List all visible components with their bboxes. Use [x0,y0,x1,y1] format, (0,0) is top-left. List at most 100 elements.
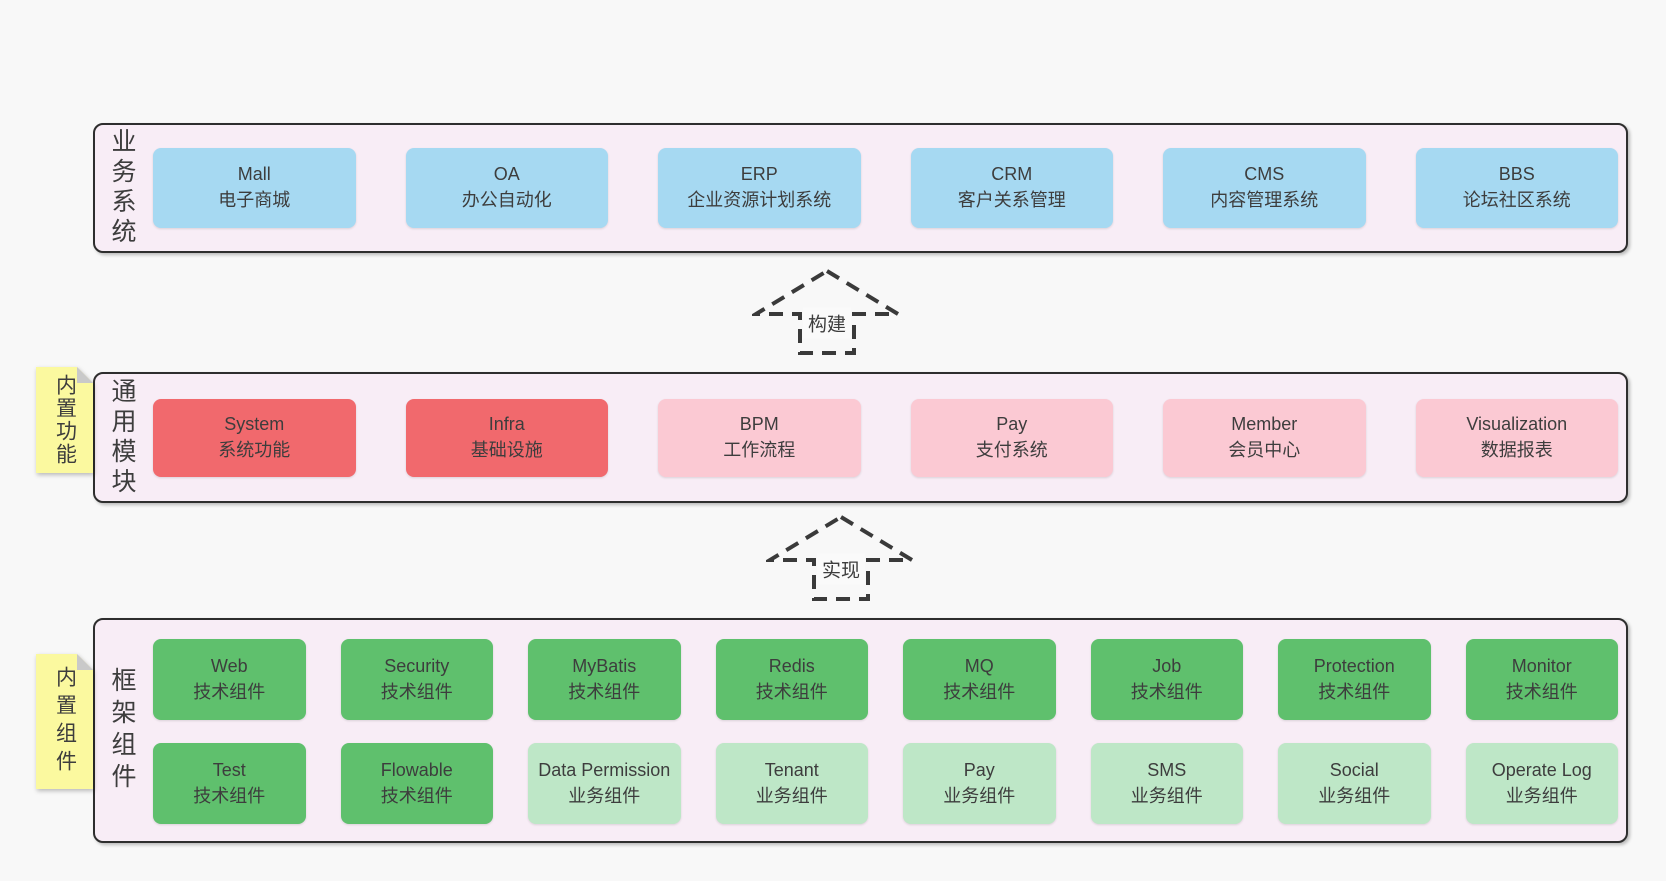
box-title: Tenant [764,759,819,780]
box-mq: MQ 技术组件 [903,639,1056,720]
box-protection: Protection 技术组件 [1278,639,1431,720]
box-subtitle: 技术组件 [380,681,453,702]
sticky-note-builtin-components: 内置组件 [36,654,93,789]
box-title: MQ [964,655,994,676]
business-boxes-row: Mall 电子商城 OA 办公自动化 ERP 企业资源计划系统 CRM 客户关系… [153,125,1618,251]
component-row-2: Test 技术组件 Flowable 技术组件 Data Permission … [153,743,1618,824]
box-cms: CMS 内容管理系统 [1163,148,1366,228]
box-title: CRM [991,164,1033,185]
box-subtitle: 客户关系管理 [957,190,1066,210]
box-flowable: Flowable 技术组件 [340,743,493,824]
box-subtitle: 业务组件 [568,785,641,806]
box-title: Operate Log [1491,759,1592,780]
box-title: Security [384,655,450,676]
sticky-note-paper [36,654,93,789]
box-bbs: BBS 论坛社区系统 [1415,148,1618,228]
layer-label-modules: 通用模块 [108,377,136,498]
layer-framework-components: 框架组件 Web 技术组件 Security 技术组件 MyBatis 技术组件… [93,618,1628,843]
box-title: Visualization [1466,413,1568,434]
box-job: Job 技术组件 [1090,639,1243,720]
box-subtitle: 技术组件 [380,785,453,806]
box-title: Protection [1313,655,1395,676]
box-title: Test [212,759,246,780]
box-subtitle: 电子商城 [218,190,291,210]
box-pay-component: Pay 业务组件 [903,743,1056,824]
box-subtitle: 论坛社区系统 [1462,190,1571,210]
box-subtitle: 技术组件 [568,681,641,702]
box-title: Pay [963,759,995,780]
box-crm: CRM 客户关系管理 [910,148,1113,228]
layer-common-modules: 通用模块 System 系统功能 Infra 基础设施 BPM 工作流程 Pay… [93,372,1628,503]
box-social: Social 业务组件 [1278,743,1431,824]
box-title: Data Permission [538,759,671,780]
box-title: ERP [740,164,778,185]
box-subtitle: 业务组件 [1505,785,1578,806]
sticky-note-text: 内置功能 [53,374,77,466]
box-web: Web 技术组件 [153,639,306,720]
box-subtitle: 基础设施 [470,439,543,460]
box-data-permission: Data Permission 业务组件 [528,743,681,824]
box-mybatis: MyBatis 技术组件 [528,639,681,720]
box-title: System [224,413,285,434]
box-operate-log: Operate Log 业务组件 [1465,743,1618,824]
box-title: SMS [1147,759,1187,780]
box-title: Member [1231,413,1298,434]
box-security: Security 技术组件 [340,639,493,720]
box-subtitle: 业务组件 [755,785,828,806]
arrow-build: 构建 [752,268,902,356]
up-arrow-dashed-icon [752,268,902,355]
box-subtitle: 系统功能 [218,439,291,460]
up-arrow-dashed-icon [766,514,916,601]
box-subtitle: 内容管理系统 [1210,190,1319,210]
layer-label-components: 框架组件 [108,666,136,795]
sticky-note-text: 内置组件 [53,665,77,778]
box-subtitle: 技术组件 [1318,681,1391,702]
box-title: BPM [739,413,779,434]
box-title: Monitor [1511,655,1572,676]
component-rows: Web 技术组件 Security 技术组件 MyBatis 技术组件 Redi… [153,639,1618,824]
box-title: Job [1152,655,1182,676]
box-oa: OA 办公自动化 [405,148,608,228]
arrow-build-label: 构建 [802,307,852,339]
box-title: OA [493,164,520,185]
box-redis: Redis 技术组件 [715,639,868,720]
box-subtitle: 技术组件 [1505,681,1578,702]
box-subtitle: 支付系统 [975,439,1048,460]
box-subtitle: 会员中心 [1228,439,1301,460]
layer-business-systems: 业务系统 Mall 电子商城 OA 办公自动化 ERP 企业资源计划系统 CRM… [93,123,1628,253]
component-row-1: Web 技术组件 Security 技术组件 MyBatis 技术组件 Redi… [153,639,1618,720]
layer-label-business: 业务系统 [108,128,136,248]
box-title: Web [210,655,248,676]
box-visualization: Visualization 数据报表 [1415,398,1618,477]
box-sms: SMS 业务组件 [1090,743,1243,824]
box-subtitle: 技术组件 [193,681,266,702]
box-title: MyBatis [572,655,637,676]
box-monitor: Monitor 技术组件 [1465,639,1618,720]
box-system: System 系统功能 [153,398,356,477]
box-infra: Infra 基础设施 [405,398,608,477]
box-subtitle: 业务组件 [1318,785,1391,806]
box-bpm: BPM 工作流程 [658,398,861,477]
box-subtitle: 工作流程 [723,439,796,460]
box-title: Pay [996,413,1028,434]
box-erp: ERP 企业资源计划系统 [658,148,861,228]
box-member: Member 会员中心 [1163,398,1366,477]
box-subtitle: 技术组件 [193,785,266,806]
box-title: Mall [237,164,271,185]
box-mall: Mall 电子商城 [153,148,356,228]
sticky-note-builtin-features: 内置功能 [36,367,93,473]
box-subtitle: 业务组件 [943,785,1016,806]
box-subtitle: 业务组件 [1130,785,1203,806]
arrow-implement-label: 实现 [816,553,866,585]
box-test: Test 技术组件 [153,743,306,824]
module-boxes-row: System 系统功能 Infra 基础设施 BPM 工作流程 Pay 支付系统… [153,374,1618,501]
box-title: BBS [1498,164,1535,185]
box-title: Infra [488,413,525,434]
box-title: Flowable [380,759,453,780]
box-tenant: Tenant 业务组件 [715,743,868,824]
box-subtitle: 企业资源计划系统 [687,190,832,210]
box-subtitle: 办公自动化 [461,190,552,210]
box-subtitle: 技术组件 [755,681,828,702]
box-subtitle: 技术组件 [1130,681,1203,702]
sticky-note-paper [36,367,93,473]
